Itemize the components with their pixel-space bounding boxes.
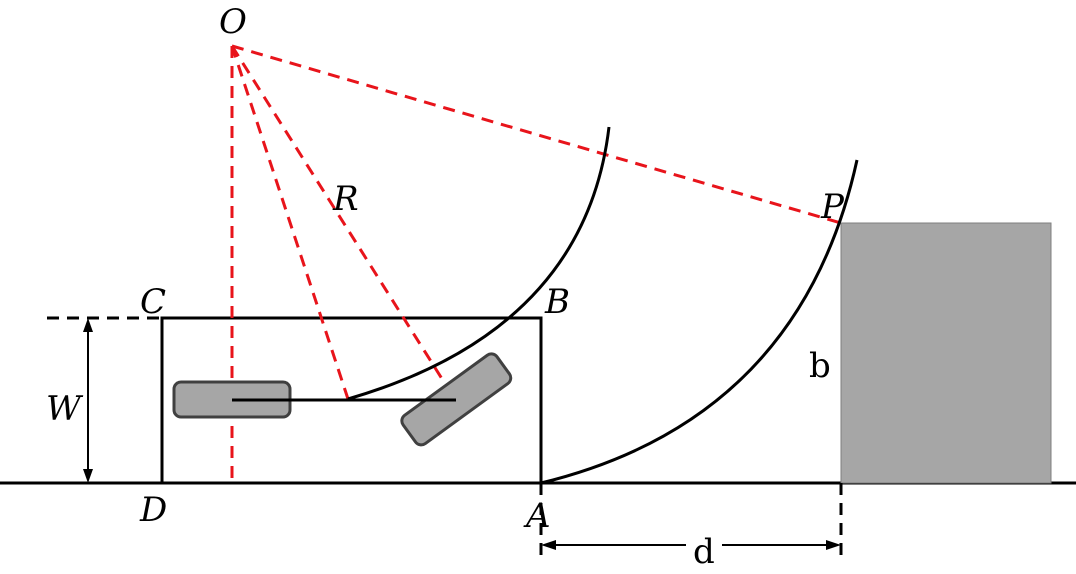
- d-arrowhead-right: [826, 540, 841, 550]
- label-b: b: [809, 346, 831, 386]
- radius-line-to-P: [231, 44, 842, 225]
- label-D: D: [139, 490, 167, 530]
- label-W: W: [46, 389, 84, 429]
- label-P: P: [820, 187, 845, 227]
- obstacle-block: [840, 222, 1052, 484]
- label-d: d: [693, 532, 715, 572]
- parking-space-rectangle: [160, 316, 543, 483]
- label-B: B: [544, 282, 570, 322]
- label-C: C: [140, 282, 166, 322]
- d-arrowhead-left: [541, 540, 556, 550]
- label-R: R: [332, 179, 359, 219]
- label-A: A: [523, 496, 551, 536]
- inner-turning-arc: [347, 126, 611, 401]
- radius-line-to-rear-axle: [230, 45, 350, 400]
- label-O: O: [219, 2, 247, 42]
- radius-line-R: [230, 45, 458, 402]
- width-arrowhead-bottom: [83, 469, 93, 483]
- outer-turning-arc: [540, 159, 859, 485]
- width-arrowhead-top: [83, 318, 93, 332]
- front-wheel: [400, 352, 513, 447]
